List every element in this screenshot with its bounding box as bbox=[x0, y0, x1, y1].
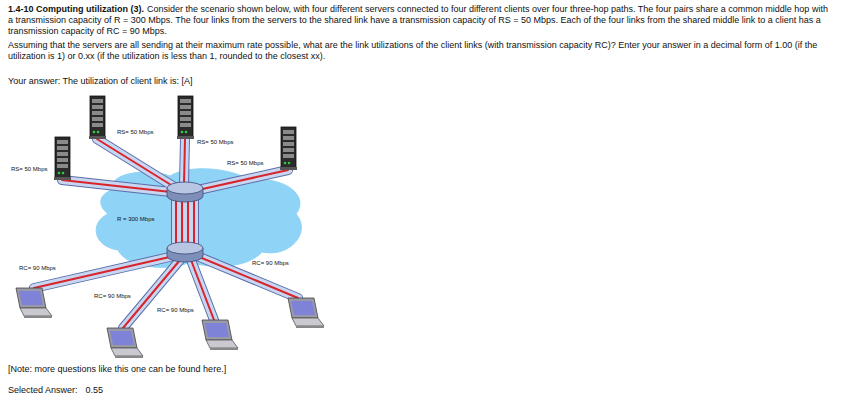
link-capacity-label: RS= 50 Mbps bbox=[116, 129, 155, 136]
link-capacity-label: RC= 90 Mbps bbox=[93, 293, 132, 300]
router-top bbox=[167, 182, 203, 202]
link-capacity-label: RC= 90 Mbps bbox=[251, 260, 290, 267]
link-capacity-label: R = 300 Mbps bbox=[116, 216, 156, 223]
question-title: 1.4-10 Computing utilization (3). bbox=[8, 4, 144, 14]
link-capacity-label: RC= 90 Mbps bbox=[156, 307, 195, 314]
link-capacity-label: RS= 50 Mbps bbox=[196, 139, 235, 146]
selected-answer-label: Selected Answer: bbox=[8, 385, 78, 395]
link-capacity-label: RS= 50 Mbps bbox=[226, 160, 265, 167]
router-bottom bbox=[167, 242, 203, 262]
instruction-text: Assuming that the servers are all sendin… bbox=[8, 40, 834, 62]
question-paragraph: 1.4-10 Computing utilization (3).Conside… bbox=[8, 4, 834, 37]
links bbox=[34, 139, 298, 328]
note-text: [Note: more questions like this one can … bbox=[8, 364, 226, 374]
link-capacity-label: RC= 90 Mbps bbox=[18, 265, 57, 272]
answer-prompt: Your answer: The utilization of client l… bbox=[8, 76, 193, 86]
link-capacity-label: RS= 50 Mbps bbox=[10, 166, 49, 173]
answer-value: 0.55 bbox=[86, 385, 104, 395]
